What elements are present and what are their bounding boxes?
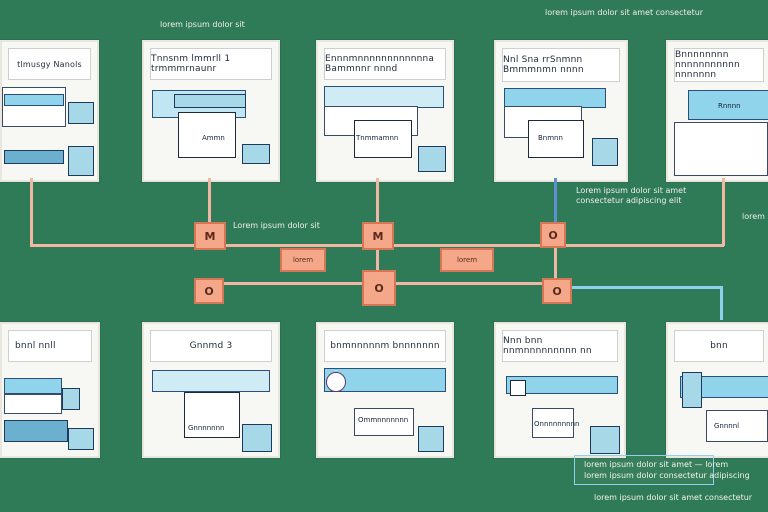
card-label: Rnnnn [718, 102, 741, 110]
bottom-card-5[interactable]: bnn Gnnnnl [666, 322, 768, 458]
top-right-caption: lorem ipsum dolor sit amet consectetur [545, 8, 704, 17]
top-card-2[interactable]: Tnnsnm lmmrll 1 trmmmrnaunr Ammn [142, 40, 280, 182]
card-mini [418, 426, 444, 452]
card-label: Gnnnnl [714, 422, 740, 430]
card-label: Gnnnnnnn [188, 424, 225, 432]
card-strip [688, 90, 768, 120]
card-mini [68, 102, 94, 124]
card-mini [68, 146, 94, 176]
card-strip [4, 150, 64, 164]
top-caption: lorem ipsum dolor sit [160, 20, 245, 29]
connector-line [376, 178, 379, 244]
bottom-card-1[interactable]: bnnl nnll [0, 322, 100, 458]
card-strip [680, 376, 768, 398]
card-mini [62, 388, 80, 410]
node-c[interactable]: O [540, 222, 566, 248]
bottom-card-3[interactable]: bnmnnnnnm bnnnnnnn Ommnnnnnnn [316, 322, 454, 458]
card-mini [592, 138, 618, 166]
card-label: Ammn [202, 134, 225, 142]
bottom-callout [574, 455, 714, 485]
top-card-3[interactable]: Ennnmnnnnnnnnnnnna Bammnnr nnnd Tnmmamnn [316, 40, 454, 182]
card-box [326, 372, 346, 392]
card-title: Gnnmd 3 [150, 330, 272, 362]
card-title: bnn [674, 330, 764, 362]
card-title: Bnnnnnnnn nnnnnnnnnnn nnnnnnn [674, 48, 764, 82]
node-d[interactable]: O [194, 278, 224, 304]
top-card-5[interactable]: Bnnnnnnnn nnnnnnnnnnn nnnnnnn Rnnnn [666, 40, 768, 182]
card-mini [590, 426, 620, 454]
connector-line [554, 178, 557, 222]
card-mini [418, 146, 446, 172]
bottom-caption: lorem ipsum dolor sit amet — lorem [584, 460, 729, 469]
card-title: bnnl nnll [8, 330, 92, 362]
bottom-caption: lorem ipsum dolor sit amet consectetur [594, 493, 753, 502]
connector-line [570, 286, 722, 289]
connector-line [208, 178, 211, 244]
card-strip [324, 86, 444, 108]
connector-line [376, 246, 379, 286]
node-b[interactable]: M [362, 222, 394, 250]
card-panel [2, 87, 66, 127]
connector-line [720, 286, 723, 320]
card-title: Tnnsnm lmmrll 1 trmmmrnaunr [150, 48, 272, 80]
card-panel [706, 410, 768, 442]
card-label: Tnmmamnn [356, 134, 399, 142]
card-strip [504, 88, 606, 108]
card-label: Bnmnn [538, 134, 563, 142]
card-panel [354, 408, 414, 436]
card-strip [152, 370, 270, 392]
card-title: bnmnnnnnm bnnnnnnn [324, 330, 446, 362]
card-mini [682, 372, 702, 408]
card-panel [532, 408, 574, 438]
card-box [178, 112, 236, 158]
card-mini [242, 424, 272, 452]
node-a[interactable]: M [194, 222, 226, 250]
mid-box: lorem [280, 248, 326, 272]
mid-box: lorem [440, 248, 494, 272]
card-title: tlmusgy Nanols [8, 48, 91, 80]
card-box [528, 120, 584, 158]
card-label: Ommnnnnnnn [358, 416, 409, 424]
card-strip [506, 376, 618, 394]
card-box [510, 380, 526, 396]
card-title: Ennnmnnnnnnnnnnnna Bammnnr nnnd [324, 48, 446, 80]
card-strip [4, 420, 68, 442]
card-label: Onnnnnnnnn [534, 420, 580, 428]
card-mini [68, 428, 94, 450]
bottom-caption: lorem ipsum dolor consectetur adipiscing [584, 471, 750, 480]
card-mini [242, 144, 270, 164]
card-strip [4, 94, 64, 106]
top-card-4[interactable]: Nnl Sna rrSnmnn Bmmmnmn nnnn Bnmnn [494, 40, 628, 182]
card-box [184, 392, 240, 438]
mid-note: Lorem ipsum dolor sit amet consectetur a… [576, 186, 687, 205]
card-mini [174, 94, 246, 108]
connector-line [722, 178, 725, 246]
connector-line [30, 178, 33, 246]
card-title: Nnn bnn nnmnnnnnnnnn nn [502, 330, 618, 362]
bottom-card-4[interactable]: Nnn bnn nnmnnnnnnnnn nn Onnnnnnnnn [494, 322, 626, 458]
node-e[interactable]: O [362, 270, 396, 306]
mid-label: Lorem ipsum dolor sit [233, 221, 320, 230]
bottom-card-2[interactable]: Gnnmd 3 Gnnnnnnn [142, 322, 280, 458]
connector-line [554, 246, 557, 284]
far-right-label: lorem [742, 212, 765, 221]
card-strip [4, 378, 62, 394]
card-panel [4, 394, 62, 414]
top-card-1[interactable]: tlmusgy Nanols [0, 40, 99, 182]
node-f[interactable]: O [542, 278, 572, 304]
card-title: Nnl Sna rrSnmnn Bmmmnmn nnnn [502, 48, 620, 82]
card-panel [674, 122, 768, 176]
card-box [354, 120, 412, 158]
